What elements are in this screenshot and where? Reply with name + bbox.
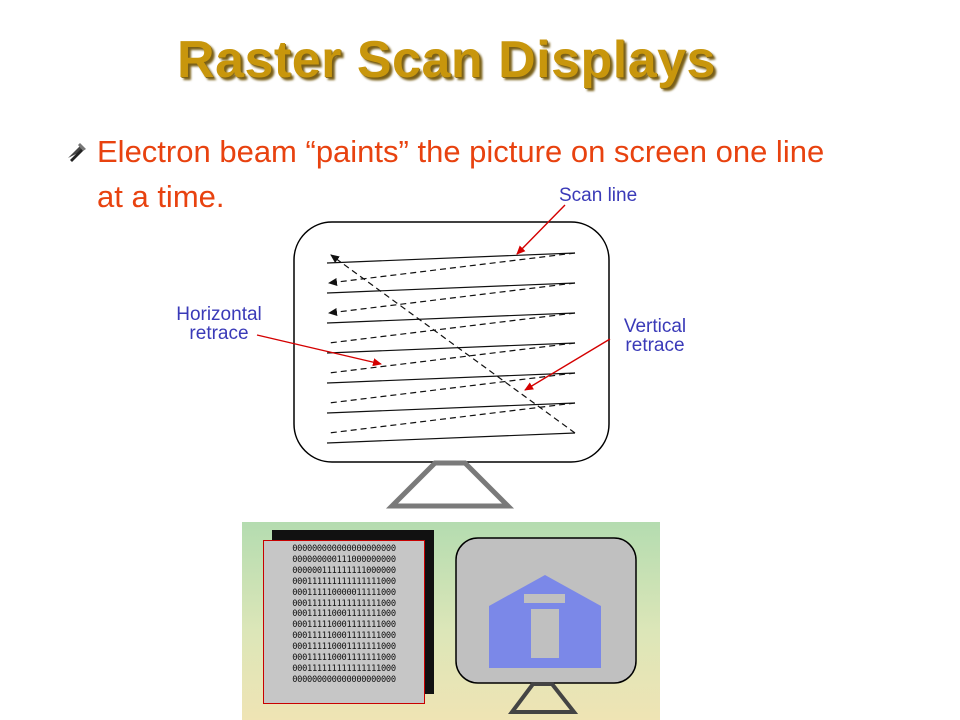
- monitor-stand: [385, 460, 515, 509]
- bit-row: 000111110001111111000: [292, 620, 396, 631]
- bit-row: 000111110001111111000: [292, 642, 396, 653]
- vertical-retrace-label-line2: retrace: [625, 335, 685, 356]
- bit-row: 000111110001111111000: [292, 631, 396, 642]
- small-monitor-stand: [508, 682, 579, 714]
- horizontal-retrace-label-line2: retrace: [189, 323, 249, 344]
- bit-row: 000111111111111111000: [292, 576, 396, 587]
- scan-line-pointer-arrow: [516, 204, 566, 255]
- scan-line: [326, 282, 576, 294]
- horizontal-retrace-label-line1: Horizontal: [176, 304, 262, 325]
- scan-line: [326, 402, 576, 414]
- scan-lines-group: [326, 252, 576, 444]
- bit-row: 000000111111111000000: [292, 565, 396, 576]
- bit-row: 000111110000011111000: [292, 587, 396, 598]
- crt-monitor: [293, 221, 610, 509]
- horizontal-retrace-line: [328, 342, 576, 374]
- slide-title: Raster Scan Displays: [177, 31, 716, 89]
- horizontal-retrace-line: [328, 372, 576, 404]
- horizontal-retrace-line: [328, 312, 576, 344]
- vertical-retrace-pointer-arrow: [524, 338, 611, 391]
- bullet-text: Electron beam “paints” the picture on sc…: [97, 134, 825, 214]
- vertical-retrace-line: [330, 254, 576, 434]
- bit-row: 000111111111111111000: [292, 663, 396, 674]
- scan-line-label: Scan line: [559, 185, 638, 206]
- horizontal-retrace-line: [328, 402, 576, 434]
- horizontal-retrace-pointer-arrow: [256, 334, 382, 367]
- bit-row: 000000000000000000000: [292, 674, 396, 685]
- scan-line: [326, 312, 576, 324]
- house-icon: [489, 575, 601, 668]
- vertical-retrace-label-line1: Vertical: [623, 316, 687, 337]
- scan-line: [326, 372, 576, 384]
- horizontal-retrace-label: Horizontal retrace: [160, 305, 278, 343]
- vertical-retrace-label: Vertical retrace: [603, 317, 707, 355]
- bullet-arrow-icon: [68, 143, 86, 162]
- bit-row: 000000000111000000000: [292, 554, 396, 565]
- scan-line: [326, 342, 576, 354]
- bit-row: 000111110001111111000: [292, 653, 396, 664]
- bit-row: 000111111111111111000: [292, 598, 396, 609]
- scan-line: [326, 252, 576, 264]
- scan-line: [326, 432, 576, 444]
- bit-row: 000000000000000000000: [292, 544, 396, 554]
- horizontal-retrace-line: [328, 252, 576, 287]
- bit-row: 000111110001111111000: [292, 609, 396, 620]
- horizontal-retrace-line: [328, 282, 576, 317]
